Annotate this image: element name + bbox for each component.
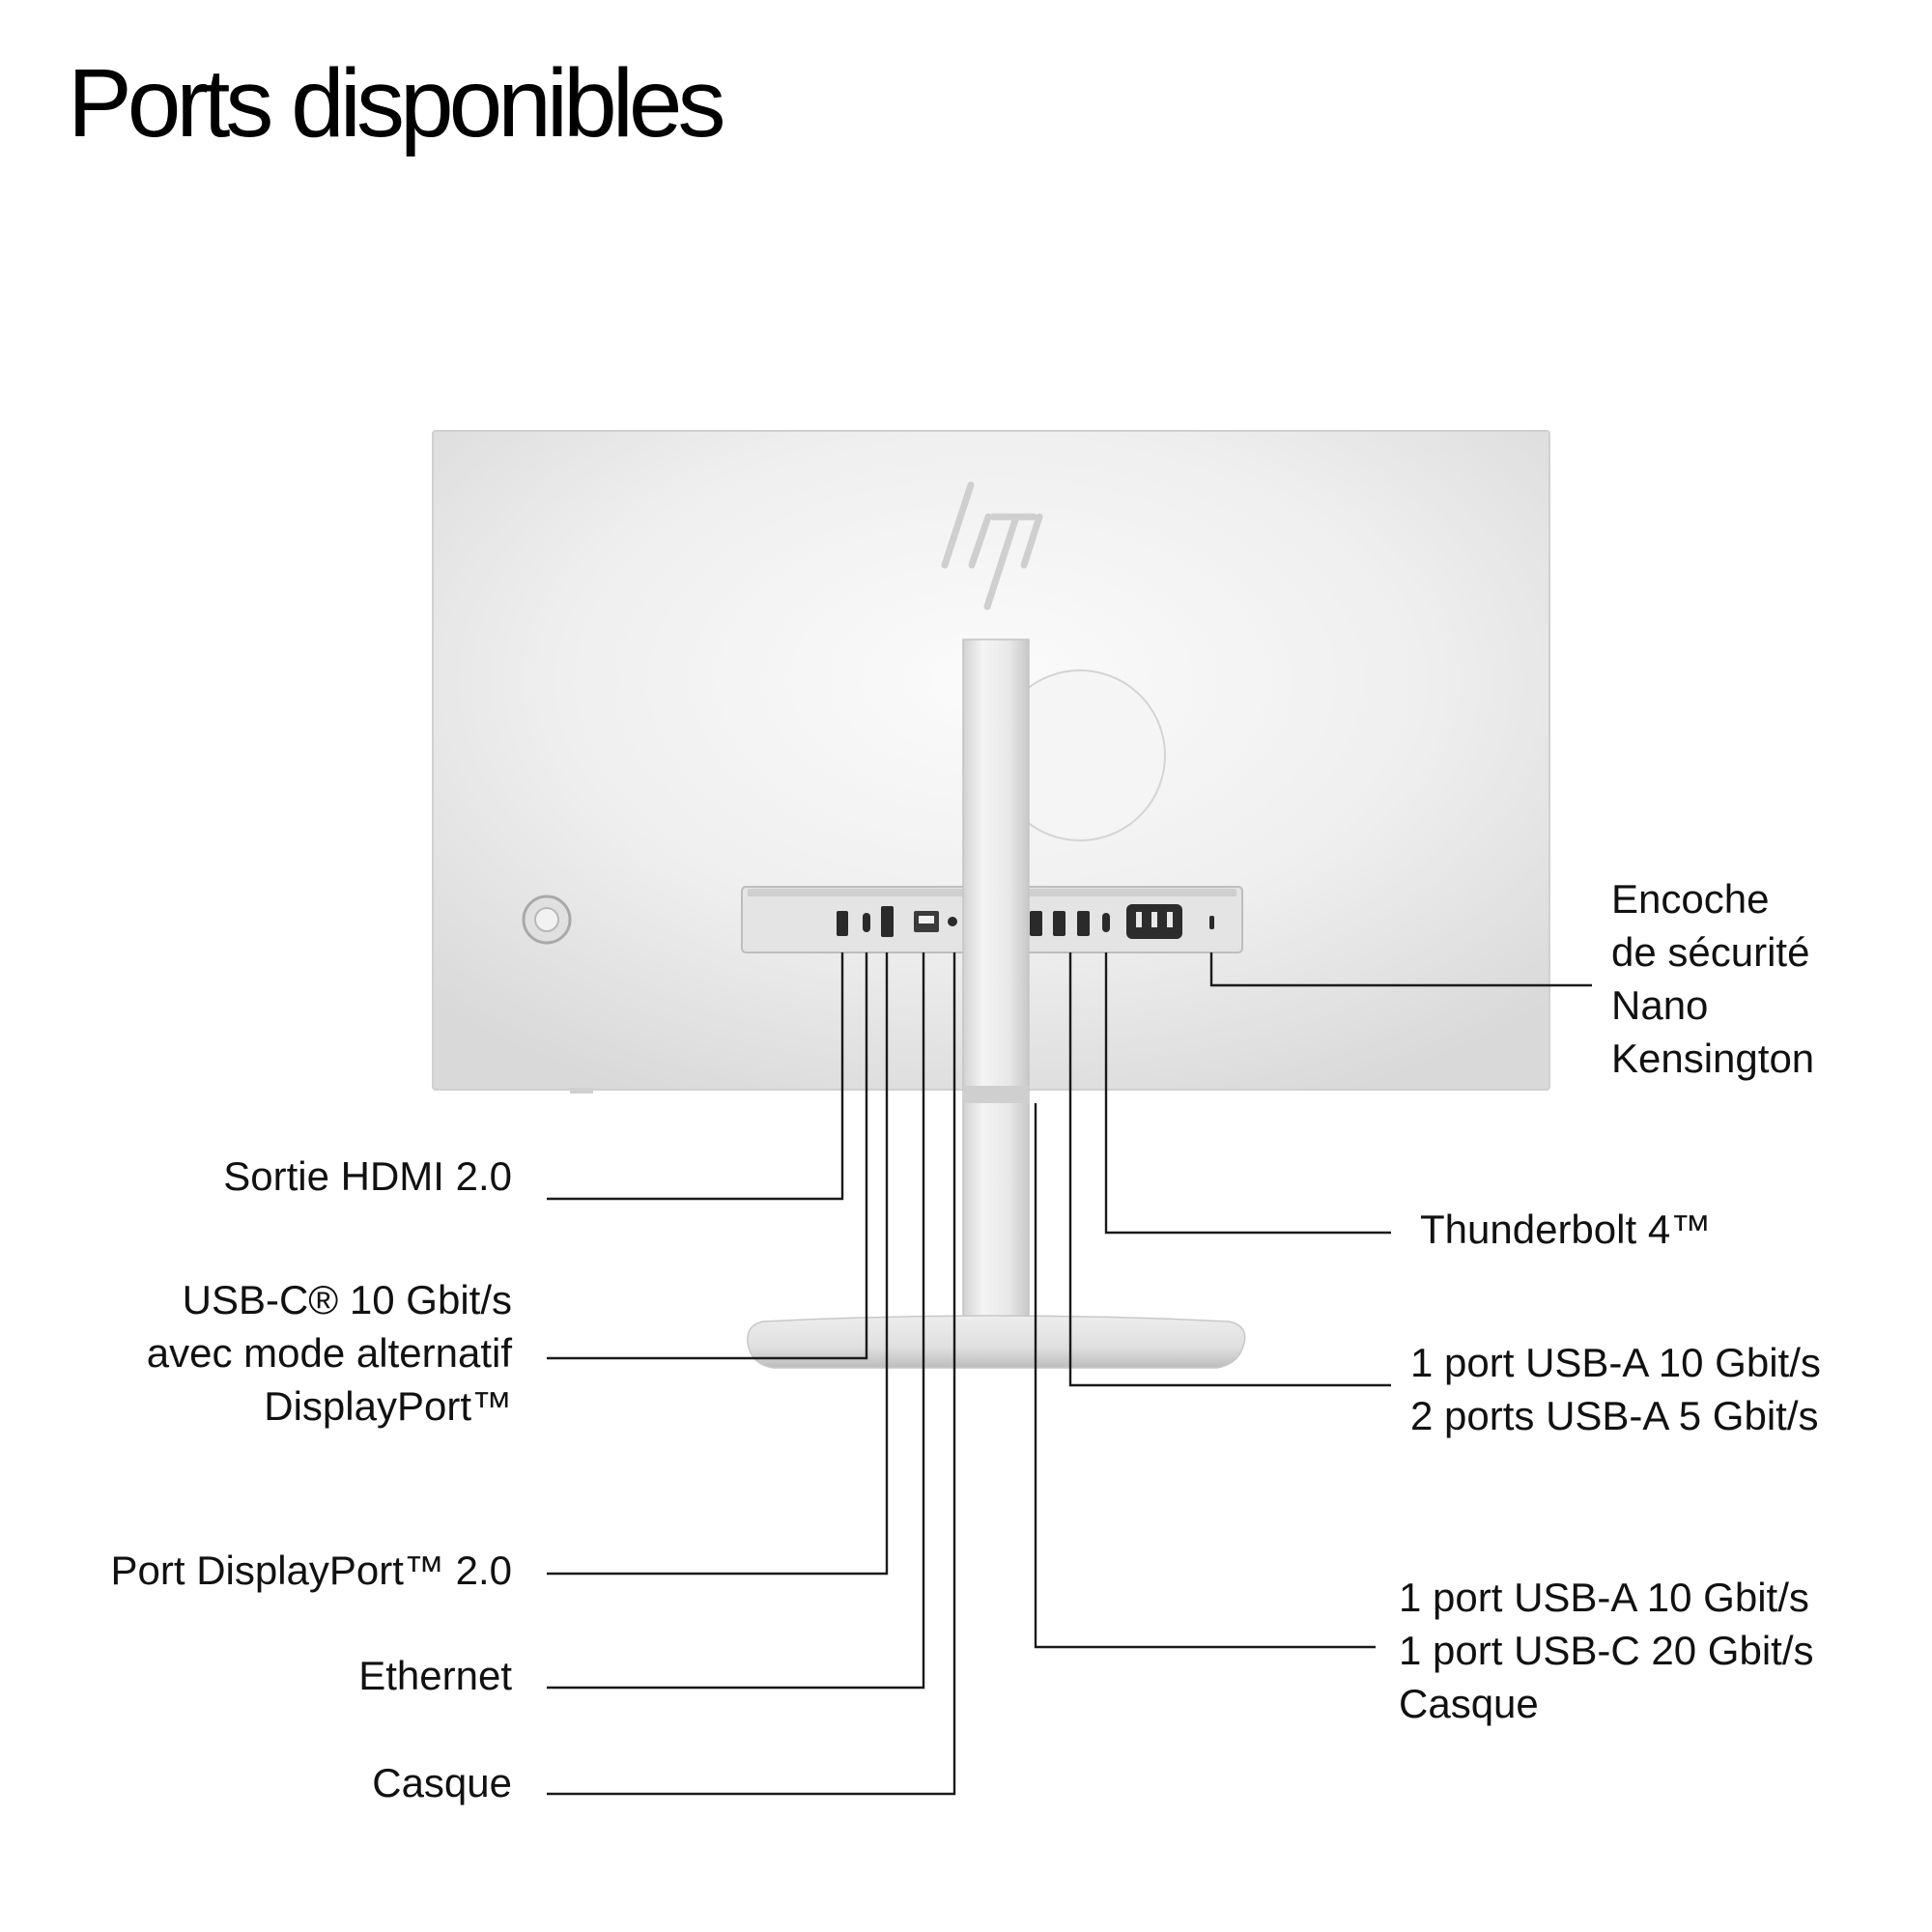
callout-displayport-line-1: Port DisplayPort™ 2.0 [110, 1548, 513, 1593]
hp-logo [941, 481, 1043, 611]
callout-ethernet: Ethernet [358, 1649, 512, 1702]
callout-kensington-line-2: de sécurité [1611, 929, 1810, 975]
callout-usbc-dp-line-3: DisplayPort™ [264, 1383, 512, 1429]
leader-side-group [1034, 1103, 1376, 1649]
callout-side-group-line-1: 1 port USB-A 10 Gbit/s [1399, 1575, 1809, 1620]
callout-headphone-line-1: Casque [372, 1760, 512, 1805]
port-power [1126, 904, 1182, 939]
callout-usbc-dp: USB-C® 10 Gbit/s avec mode alternatif Di… [147, 1273, 512, 1433]
port-kensington [1209, 916, 1214, 929]
leader-kensington [1209, 952, 1592, 987]
callout-usba-group: 1 port USB-A 10 Gbit/s 2 ports USB-A 5 G… [1410, 1336, 1821, 1442]
callout-kensington: Encoche de sécurité Nano Kensington [1611, 872, 1814, 1085]
page-title: Ports disponibles [68, 49, 726, 157]
leader-usba-group [1068, 952, 1391, 1387]
callout-thunderbolt: Thunderbolt 4™ [1420, 1203, 1711, 1256]
leader-displayport [547, 952, 889, 1576]
callout-side-group-line-3: Casque [1399, 1681, 1539, 1726]
joystick-button [522, 895, 572, 945]
leader-usbc-dp [547, 952, 868, 1360]
callout-thunderbolt-line-1: Thunderbolt 4™ [1420, 1207, 1712, 1252]
leader-lines [547, 952, 1592, 1796]
port-thunderbolt [1102, 913, 1110, 932]
stand-neck [962, 639, 1030, 1355]
callout-usbc-dp-line-2: avec mode alternatif [146, 1330, 512, 1376]
callout-headphone: Casque [372, 1756, 512, 1809]
callout-kensington-line-4: Kensington [1611, 1036, 1815, 1081]
callout-ethernet-line-1: Ethernet [358, 1653, 512, 1698]
callout-hdmi-line-1: Sortie HDMI 2.0 [223, 1153, 512, 1199]
leader-hdmi [547, 952, 844, 1201]
leader-headphone [547, 952, 956, 1796]
leader-thunderbolt [1104, 952, 1391, 1235]
port-ethernet [914, 911, 939, 932]
callout-side-group: 1 port USB-A 10 Gbit/s 1 port USB-C 20 G… [1399, 1571, 1814, 1730]
callout-usba-group-line-2: 2 ports USB-A 5 Gbit/s [1410, 1393, 1819, 1438]
port-headphone [948, 917, 957, 926]
port-usba-1 [1030, 911, 1042, 936]
callout-displayport: Port DisplayPort™ 2.0 [111, 1544, 513, 1597]
callout-side-group-line-2: 1 port USB-C 20 Gbit/s [1399, 1628, 1814, 1673]
port-usbc-dp [863, 913, 870, 932]
callout-hdmi: Sortie HDMI 2.0 [223, 1150, 512, 1203]
callout-usbc-dp-line-1: USB-C® 10 Gbit/s [182, 1277, 512, 1322]
port-hdmi [837, 911, 848, 936]
callout-kensington-line-1: Encoche [1611, 876, 1770, 922]
port-displayport [881, 906, 894, 937]
port-usba-2 [1053, 911, 1065, 936]
callout-usba-group-line-1: 1 port USB-A 10 Gbit/s [1410, 1340, 1821, 1385]
leader-ethernet [547, 952, 925, 1690]
port-usba-3 [1077, 911, 1090, 936]
callout-kensington-line-3: Nano [1611, 982, 1709, 1028]
stand-base [747, 1315, 1246, 1369]
